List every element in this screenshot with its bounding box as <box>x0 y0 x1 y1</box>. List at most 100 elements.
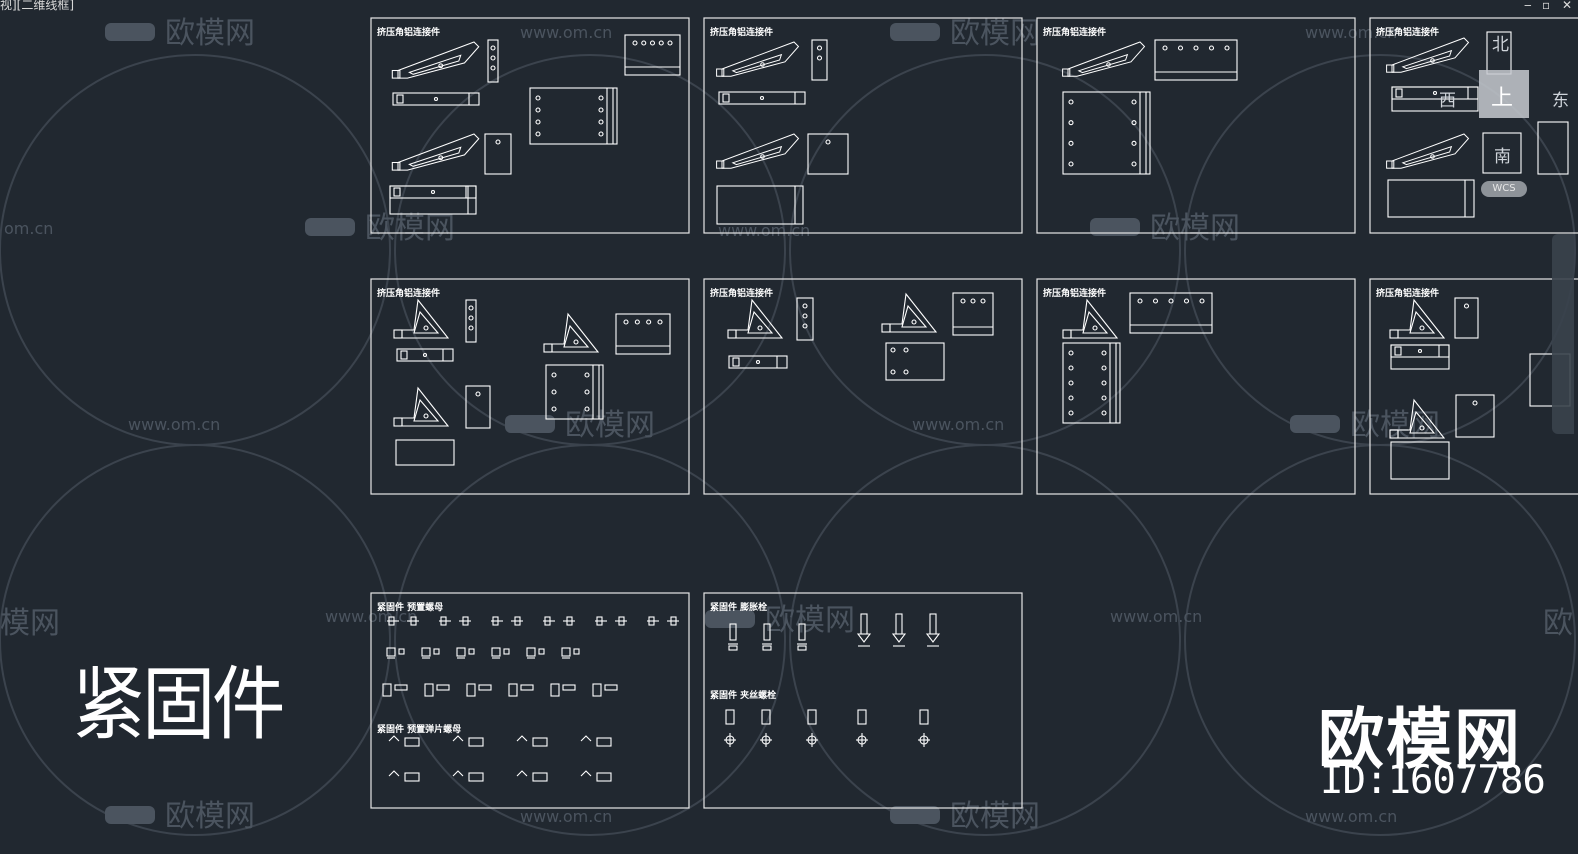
sub-title: 紧固件 预置弹片螺母 <box>377 725 462 735</box>
watermark-text: om.cn <box>4 219 53 238</box>
side-view-part <box>465 385 491 429</box>
viewport-label[interactable]: 视][二维线框] <box>0 0 75 12</box>
watermark-circle <box>1184 444 1576 836</box>
watermark-text: 模网 <box>0 606 60 641</box>
restore-icon[interactable]: ▫ <box>1542 0 1551 12</box>
sheet-title: 挤压角铝连接件 <box>1376 28 1440 38</box>
triangle-bracket <box>1389 298 1446 339</box>
mounting-plate <box>624 34 681 76</box>
fastener-symbols <box>382 616 679 782</box>
angle-bracket <box>1062 41 1146 77</box>
triangle-bracket <box>881 292 938 333</box>
wcs-button[interactable]: WCS <box>1481 181 1527 197</box>
brand-id: ID:1607786 <box>1320 758 1546 803</box>
watermark-text: www.om.cn <box>1110 607 1202 626</box>
sheet-title: 挤压角铝连接件 <box>1043 289 1107 299</box>
sheet-title: 挤压角铝连接件 <box>710 289 774 299</box>
drawing-frame <box>1369 278 1578 495</box>
sheet-title: 挤压角铝连接件 <box>1043 28 1107 38</box>
watermark-circle <box>789 54 1181 446</box>
part-drawings <box>382 31 1571 782</box>
watermark-logo-icon <box>305 218 355 236</box>
page-title: 紧固件 <box>72 658 285 751</box>
side-view-part <box>811 39 828 81</box>
mounting-plate <box>1129 292 1213 334</box>
base-bar <box>396 348 454 362</box>
viewcube-west[interactable]: 西 <box>1439 91 1456 111</box>
sheet-title: 挤压角铝连接件 <box>377 289 441 299</box>
watermark-logo-icon <box>705 610 755 628</box>
mounting-plate <box>529 87 618 145</box>
drawing-frame <box>370 592 690 809</box>
viewcube-face[interactable] <box>1479 70 1529 118</box>
minimize-icon[interactable]: ‒ <box>1524 0 1532 12</box>
viewcube-north[interactable]: 北 <box>1492 35 1509 55</box>
mounting-plate <box>1062 342 1121 424</box>
expansion-bolt-symbols <box>724 613 941 747</box>
watermark-circle <box>0 444 391 836</box>
base-bar <box>728 355 788 369</box>
watermark-circle <box>789 444 1181 836</box>
triangle-bracket <box>1389 398 1446 439</box>
sheet-title: 挤压角铝连接件 <box>377 28 441 38</box>
watermark-text: www.om.cn <box>1305 807 1397 826</box>
angle-bracket <box>391 133 480 171</box>
sheet-title: 紧固件 预置螺母 <box>377 603 444 613</box>
viewcube-south[interactable]: 南 <box>1494 147 1511 167</box>
side-view-part <box>487 39 499 83</box>
watermark-text: 欧模网 <box>950 16 1040 51</box>
watermark-circle <box>394 444 786 836</box>
side-view-part <box>484 133 512 175</box>
drawing-frame <box>703 17 1023 234</box>
watermark-text: 欧模网 <box>165 16 255 51</box>
triangle-bracket <box>393 386 450 427</box>
watermark-logo-icon <box>105 23 155 41</box>
triangle-bracket <box>543 312 600 353</box>
mounting-plate <box>545 364 604 420</box>
viewcube-top[interactable]: 上 <box>1491 86 1514 111</box>
watermark-text: 欧 <box>1543 606 1573 641</box>
triangle-bracket <box>727 298 784 339</box>
watermark-logo-icon <box>1290 415 1340 433</box>
angle-bracket <box>391 41 480 79</box>
mounting-plate <box>952 292 994 336</box>
drawing-frame <box>370 17 690 234</box>
angle-bracket <box>716 41 800 77</box>
mounting-plate <box>1062 91 1151 175</box>
drawing-frame <box>370 278 690 495</box>
watermark-text: 欧模网 <box>765 603 855 638</box>
watermark-text: www.om.cn <box>520 807 612 826</box>
watermark-text: www.om.cn <box>912 415 1004 434</box>
angle-bracket <box>1386 133 1470 169</box>
watermark-logo-icon <box>505 415 555 433</box>
watermark-logo-icon <box>1090 218 1140 236</box>
watermark-text: 欧模网 <box>165 799 255 834</box>
sheet-title: 挤压角铝连接件 <box>1376 289 1440 299</box>
mounting-plate <box>1154 39 1238 81</box>
sub-title: 紧固件 夹丝螺栓 <box>710 691 777 701</box>
watermark-text: 欧模网 <box>565 408 655 443</box>
side-view-part <box>1454 297 1479 339</box>
side-view-part <box>465 299 477 343</box>
drawing-frame <box>1036 278 1356 495</box>
side-view-part <box>807 133 849 175</box>
watermark-circle <box>0 54 391 446</box>
base-bar <box>392 92 480 106</box>
watermark-text: www.om.cn <box>128 415 220 434</box>
watermark-text: 欧模网 <box>365 211 455 246</box>
base-bar <box>1390 344 1450 358</box>
watermark-text: www.om.cn <box>520 23 612 42</box>
sheet-title: 紧固件 膨胀栓 <box>710 603 768 613</box>
triangle-bracket <box>393 298 450 339</box>
sheet-title: 挤压角铝连接件 <box>710 28 774 38</box>
watermark-logo-icon <box>105 806 155 824</box>
viewcube-east[interactable]: 东 <box>1552 91 1569 111</box>
watermark-text: www.om.cn <box>718 221 810 240</box>
close-icon[interactable]: ✕ <box>1562 0 1573 12</box>
navigation-bar[interactable] <box>1552 234 1574 434</box>
watermark-text: 欧模网 <box>1150 211 1240 246</box>
watermark-text: 欧模网 <box>950 799 1040 834</box>
watermark-circle <box>394 54 786 446</box>
